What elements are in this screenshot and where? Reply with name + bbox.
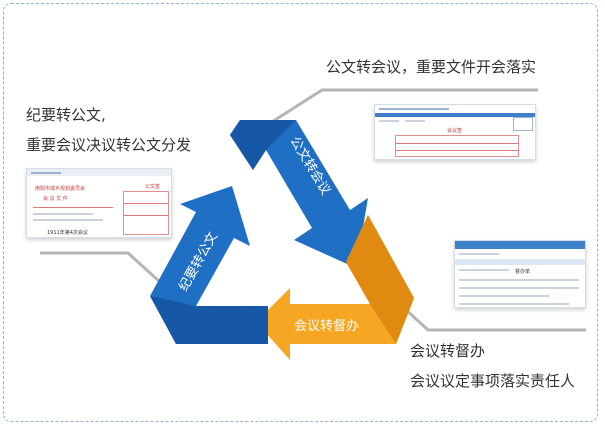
caption-left-line1: 纪要转公文, (26, 106, 106, 124)
arrow-bottom (256, 215, 414, 360)
thumbnail-top-meeting: 会议签 (374, 104, 536, 160)
right-panel-title: 督办单 (515, 269, 531, 275)
thumbnail-left-document: 南阳市城乡规划委员会 会 议 文 件 1911年第4次会议 公文签 (26, 168, 172, 238)
dashed-frame (3, 3, 598, 422)
arrow-top-right-shade (230, 120, 296, 170)
connector-left (40, 251, 162, 284)
top-panel-title: 会议签 (447, 128, 463, 134)
thumbnail-right-supervision: 督办单 (454, 240, 586, 308)
caption-left-line2: 重要会议决议转公文分发 (26, 136, 192, 154)
caption-bottom-right-line2: 会议议定事项落实责任人 (410, 372, 576, 390)
arrow-top-right (230, 120, 368, 268)
caption-bottom-right-line1: 会议转督办 (410, 342, 486, 360)
arrow-left (150, 186, 268, 344)
left-panel-title: 公文签 (145, 184, 161, 190)
arrow-left-shade (150, 296, 268, 344)
caption-top-right: 公文转会议，重要文件开会落实 (326, 58, 537, 76)
arrow-top-right-body (230, 120, 368, 268)
left-doc-sub: 会 议 文 件 (43, 196, 68, 202)
connector-bottom-right (402, 306, 586, 332)
left-doc-footer: 1911年第4次会议 (47, 230, 88, 236)
arrow-bottom-label: 会议转督办 (294, 319, 359, 334)
arrow-bottom-shade (346, 215, 414, 344)
left-doc-title: 南阳市城乡规划委员会 (35, 186, 86, 192)
